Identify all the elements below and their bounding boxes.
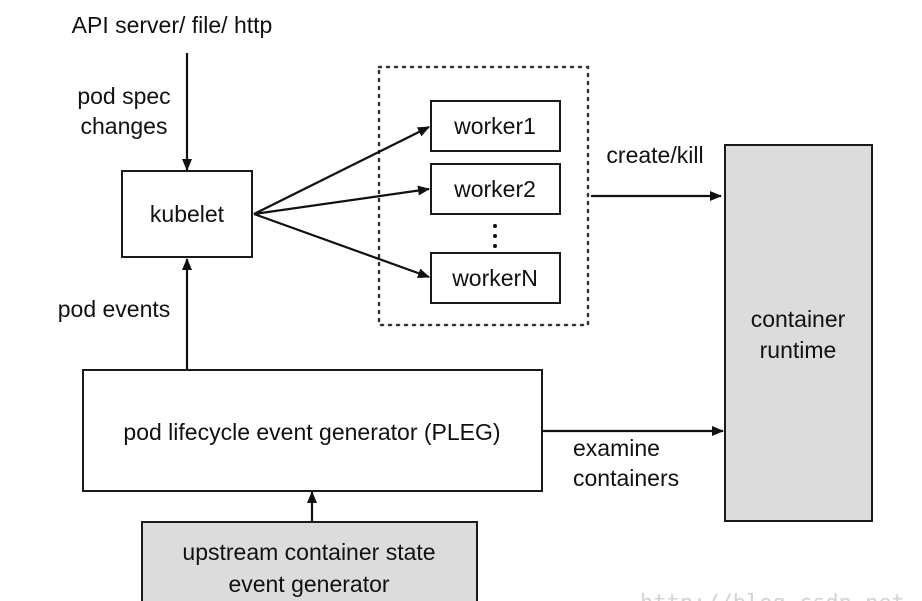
worker2-node <box>430 163 561 215</box>
workerN-node <box>430 252 561 304</box>
kubelet-node <box>121 170 253 258</box>
pod-events-label: pod events <box>58 296 171 322</box>
worker2-label: worker2 <box>453 176 536 202</box>
worker-pool-frame <box>377 65 590 327</box>
pleg-node <box>82 369 543 492</box>
workerN-label: workerN <box>451 265 538 291</box>
watermark-text: http://blog.csdn.net <box>640 591 905 601</box>
ellipsis-dot-2 <box>493 234 497 238</box>
container-runtime-label-line1: container <box>751 306 846 332</box>
edge-kubelet-to-workerN <box>253 212 430 279</box>
examine-containers-label-line2: containers <box>573 465 679 491</box>
upstream-event-generator-label-line2: event generator <box>228 571 389 597</box>
edge-kubelet-to-worker1 <box>253 126 430 215</box>
container-runtime-label-line2: runtime <box>760 337 837 363</box>
edge-kubelet-to-worker2 <box>253 185 430 216</box>
worker1-label: worker1 <box>453 113 536 139</box>
source-label: API server/ file/ http <box>72 12 273 38</box>
worker1-node <box>430 100 561 152</box>
pod-spec-changes-label-line1: pod spec <box>77 83 170 109</box>
create-kill-label: create/kill <box>606 142 703 168</box>
upstream-event-generator-node <box>141 521 478 601</box>
pleg-label: pod lifecycle event generator (PLEG) <box>123 419 500 445</box>
container-runtime-node <box>724 144 873 522</box>
kubelet-label: kubelet <box>150 201 225 227</box>
ellipsis-dot-1 <box>493 224 497 228</box>
upstream-event-generator-label-line1: upstream container state <box>182 539 435 565</box>
pod-spec-changes-label-line2: changes <box>81 113 168 139</box>
ellipsis-dot-3 <box>493 244 497 248</box>
examine-containers-label-line1: examine <box>573 435 660 461</box>
